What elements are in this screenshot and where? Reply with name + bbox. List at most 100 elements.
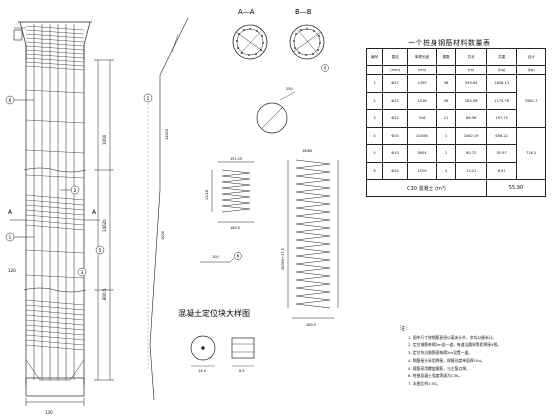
cell: Φ22 bbox=[382, 74, 409, 93]
col-unit: (kg) bbox=[485, 65, 518, 75]
dim-ring: 250 bbox=[286, 87, 293, 91]
notes: 注： 1. 图中尺寸除钢筋直径以毫米计外，余均以厘米计。 2. 定位钢筋每隔2m… bbox=[398, 326, 501, 388]
cell: 55.97 bbox=[485, 144, 518, 163]
table-units-row: (mm) (cm) (m) (kg) (kg) bbox=[365, 65, 546, 75]
dim-spiral-top: 18/80 bbox=[302, 149, 312, 153]
cell: 284.56 bbox=[455, 91, 487, 110]
note-item: 7. 本图比例1:50。 bbox=[408, 380, 441, 386]
col-unit: (m) bbox=[455, 65, 487, 75]
dim-spiral-length: 30000+17.5 bbox=[281, 248, 285, 270]
section-aa-title: A—A bbox=[238, 8, 255, 16]
col-header: 直径 bbox=[382, 48, 409, 66]
long-bar-detail bbox=[147, 17, 189, 401]
cell: Φ22 bbox=[382, 91, 409, 110]
cell: 539.64 bbox=[455, 74, 487, 93]
cell-total-steel-22: 2981.7 bbox=[516, 74, 546, 128]
col-header: 根数 bbox=[435, 48, 457, 66]
cell-total-steel-10: 716.2 bbox=[516, 126, 546, 180]
section-bb bbox=[289, 24, 325, 60]
cell: 20456 bbox=[407, 126, 437, 145]
cell: 36 bbox=[435, 74, 457, 93]
col-header: 共重 bbox=[485, 48, 518, 66]
col-unit bbox=[365, 65, 384, 75]
cell: 656.22 bbox=[485, 126, 518, 145]
cut-a-label: A bbox=[8, 209, 13, 216]
spiral-large bbox=[287, 159, 339, 319]
section-bb-title: B—B bbox=[295, 8, 312, 16]
spiral-small bbox=[211, 161, 254, 223]
dim-spiral-small-bot: 160.5 bbox=[230, 226, 240, 230]
cell: 28 bbox=[435, 91, 457, 110]
callout-6: 6 bbox=[9, 98, 12, 104]
dim-spiral-small-h: 11/18 bbox=[205, 190, 209, 200]
cell: 3 bbox=[435, 161, 457, 180]
note-item: 3. 定位块沿钢筋笼每隔2m设置一道。 bbox=[408, 350, 473, 356]
cell: 316 bbox=[407, 109, 437, 128]
cell: 21 bbox=[435, 109, 457, 128]
cell: 13.21 bbox=[455, 161, 487, 180]
table-row: 1 Φ22 1499 36 539.64 1608.13 2981.7 bbox=[365, 74, 546, 128]
callout-4-label: 4 bbox=[324, 66, 327, 71]
cell: 90.72 bbox=[455, 144, 487, 163]
table-row: 2 Φ22 1016 28 284.56 1175.76 bbox=[365, 91, 546, 110]
dim-pile-total: 14620 bbox=[102, 219, 107, 232]
note-item: 1. 图中尺寸除钢筋直径以毫米计外，余均以厘米计。 bbox=[408, 334, 497, 340]
dim-width-130: 130 bbox=[45, 410, 53, 415]
table-row: 5 Φ10 3604 2 90.72 55.97 bbox=[365, 144, 546, 163]
callout-1b-label: 1 bbox=[147, 96, 150, 102]
cell: 66.36 bbox=[455, 109, 487, 128]
callout-4 bbox=[321, 64, 329, 72]
notes-heading: 注： bbox=[400, 326, 411, 332]
bar-callouts bbox=[5, 95, 105, 277]
cell: 6 bbox=[365, 161, 384, 180]
dim-block-b: 6.5 bbox=[239, 369, 245, 373]
dim-pile-lower: 800.5 bbox=[102, 288, 107, 300]
cell: 1016 bbox=[407, 91, 437, 110]
cell: 1 bbox=[435, 126, 457, 145]
col-unit: (cm) bbox=[407, 65, 437, 75]
cell: 1608.13 bbox=[485, 74, 518, 93]
col-header: 单根长度 bbox=[407, 48, 437, 66]
cell: 1175.76 bbox=[485, 91, 518, 110]
footer-label: C30 混凝土 (m³) bbox=[366, 179, 487, 197]
cell: Φ10 bbox=[382, 144, 409, 163]
cell: 1062.19 bbox=[455, 126, 487, 145]
col-unit: (kg) bbox=[516, 65, 546, 75]
cell: 2 bbox=[435, 144, 457, 163]
cell: Φ10 bbox=[382, 126, 409, 145]
footer-value: 55.90 bbox=[485, 179, 547, 197]
table-row: 4 Φ10 20456 1 1062.19 656.22 716.2 bbox=[365, 126, 546, 180]
block-detail bbox=[190, 335, 255, 367]
block-detail-title: 混凝土定位块大样图 bbox=[178, 308, 250, 318]
dim-long-bar: 14620 bbox=[165, 129, 169, 140]
cell: 1526 bbox=[407, 161, 437, 180]
col-unit: (mm) bbox=[382, 65, 409, 75]
cell: 3604 bbox=[407, 144, 437, 163]
callout-5: 5 bbox=[99, 248, 102, 254]
callout-1: 1 bbox=[9, 235, 12, 241]
cell: 3 bbox=[365, 109, 384, 128]
callout-6b-label: 6 bbox=[237, 254, 240, 259]
ring-detail bbox=[256, 91, 296, 134]
pile-elevation bbox=[10, 21, 100, 406]
col-header: 共长 bbox=[455, 48, 487, 66]
cell: Φ10 bbox=[382, 161, 409, 180]
note-item: 5. 箍筋采用螺旋箍筋，与主筋点焊。 bbox=[408, 365, 470, 371]
dim-pile-upper: 1000 bbox=[102, 134, 107, 145]
cell: 5 bbox=[365, 144, 384, 163]
note-item: 6. 桩基混凝土强度等级为C30。 bbox=[408, 373, 463, 379]
dim-spiral-small-top: 151.25 bbox=[230, 157, 242, 161]
cell: 197.75 bbox=[485, 109, 518, 128]
cut-a-label-right: A bbox=[92, 209, 97, 216]
table-header-row: 编号 直径 单根长度 根数 共长 共重 合计 bbox=[365, 48, 546, 66]
hook-detail bbox=[200, 257, 235, 263]
dim-width-120: 120 bbox=[8, 268, 16, 273]
callout-6b bbox=[234, 252, 242, 260]
callout-2: 2 bbox=[74, 188, 77, 194]
dim-spiral-bot: 160.5 bbox=[306, 323, 316, 327]
table-row: 3 Φ22 316 21 66.36 197.75 bbox=[365, 109, 546, 128]
callout-1b bbox=[143, 93, 153, 103]
section-aa-bars bbox=[236, 28, 264, 56]
cell: Φ22 bbox=[382, 109, 409, 128]
